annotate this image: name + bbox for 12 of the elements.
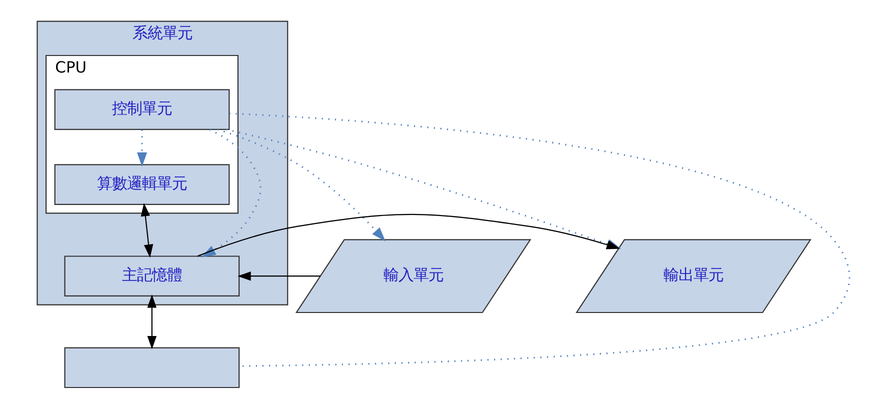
arrow — [201, 128, 262, 258]
arrow — [147, 294, 157, 350]
arrow — [197, 214, 620, 257]
arrow — [140, 202, 154, 258]
arrow — [217, 128, 386, 242]
node-box: 控制單元 — [54, 89, 230, 130]
arrow — [137, 130, 148, 167]
node-box: 主記憶體 — [64, 256, 240, 297]
node-box — [64, 347, 240, 388]
connector — [229, 112, 850, 367]
arrow — [238, 271, 320, 281]
node-box: 算數邏輯單元 — [54, 164, 230, 205]
